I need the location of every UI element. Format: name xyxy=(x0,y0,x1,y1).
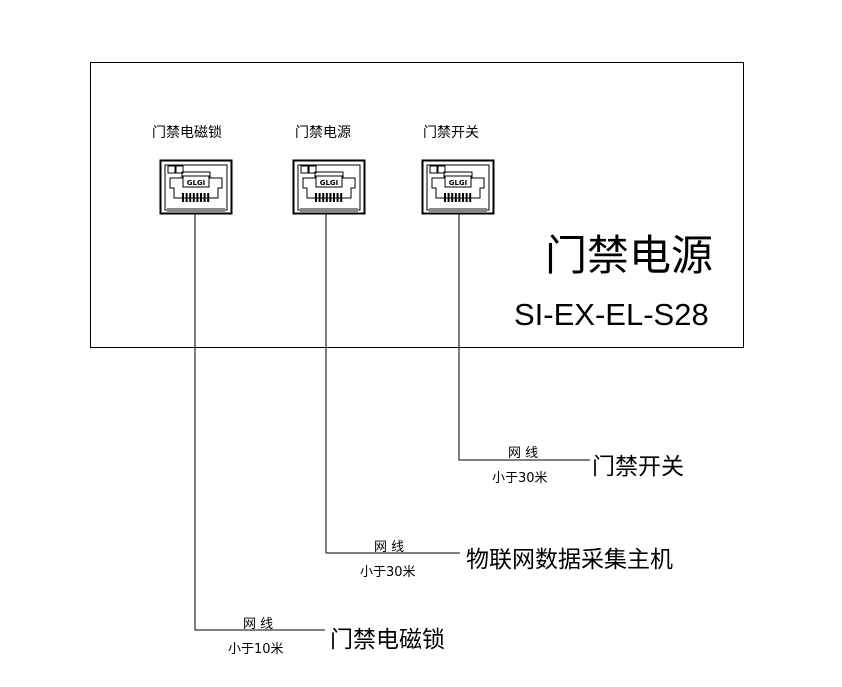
cable-length: 小于30米 xyxy=(492,471,548,486)
target-switch: 门禁开关 xyxy=(592,454,684,480)
cable-switch xyxy=(458,213,590,461)
cable-host xyxy=(325,213,460,554)
device-model: SI-EX-EL-S28 xyxy=(514,297,709,332)
svg-text:GLGI: GLGI xyxy=(449,179,468,187)
port-label-lock: 门禁电磁锁 xyxy=(152,125,222,141)
cable-label: 网 线 xyxy=(243,617,274,632)
device-box xyxy=(90,62,744,348)
device-title: 门禁电源 xyxy=(545,231,714,280)
svg-text:GLGI: GLGI xyxy=(320,179,339,187)
rj45-port-icon: GLGI xyxy=(421,159,495,215)
port-label-power: 门禁电源 xyxy=(295,125,351,141)
target-host: 物联网数据采集主机 xyxy=(466,547,673,573)
target-lock: 门禁电磁锁 xyxy=(330,627,445,653)
rj45-port-icon: GLGI xyxy=(159,159,233,215)
svg-text:GLGI: GLGI xyxy=(187,179,206,187)
rj45-port-icon: GLGI xyxy=(292,159,366,215)
cable-label: 网 线 xyxy=(508,446,539,461)
port-label-switch: 门禁开关 xyxy=(423,125,479,141)
cable-label: 网 线 xyxy=(374,540,405,555)
cable-length: 小于30米 xyxy=(360,565,416,580)
cable-lock xyxy=(194,213,325,631)
cable-length: 小于10米 xyxy=(228,642,284,657)
